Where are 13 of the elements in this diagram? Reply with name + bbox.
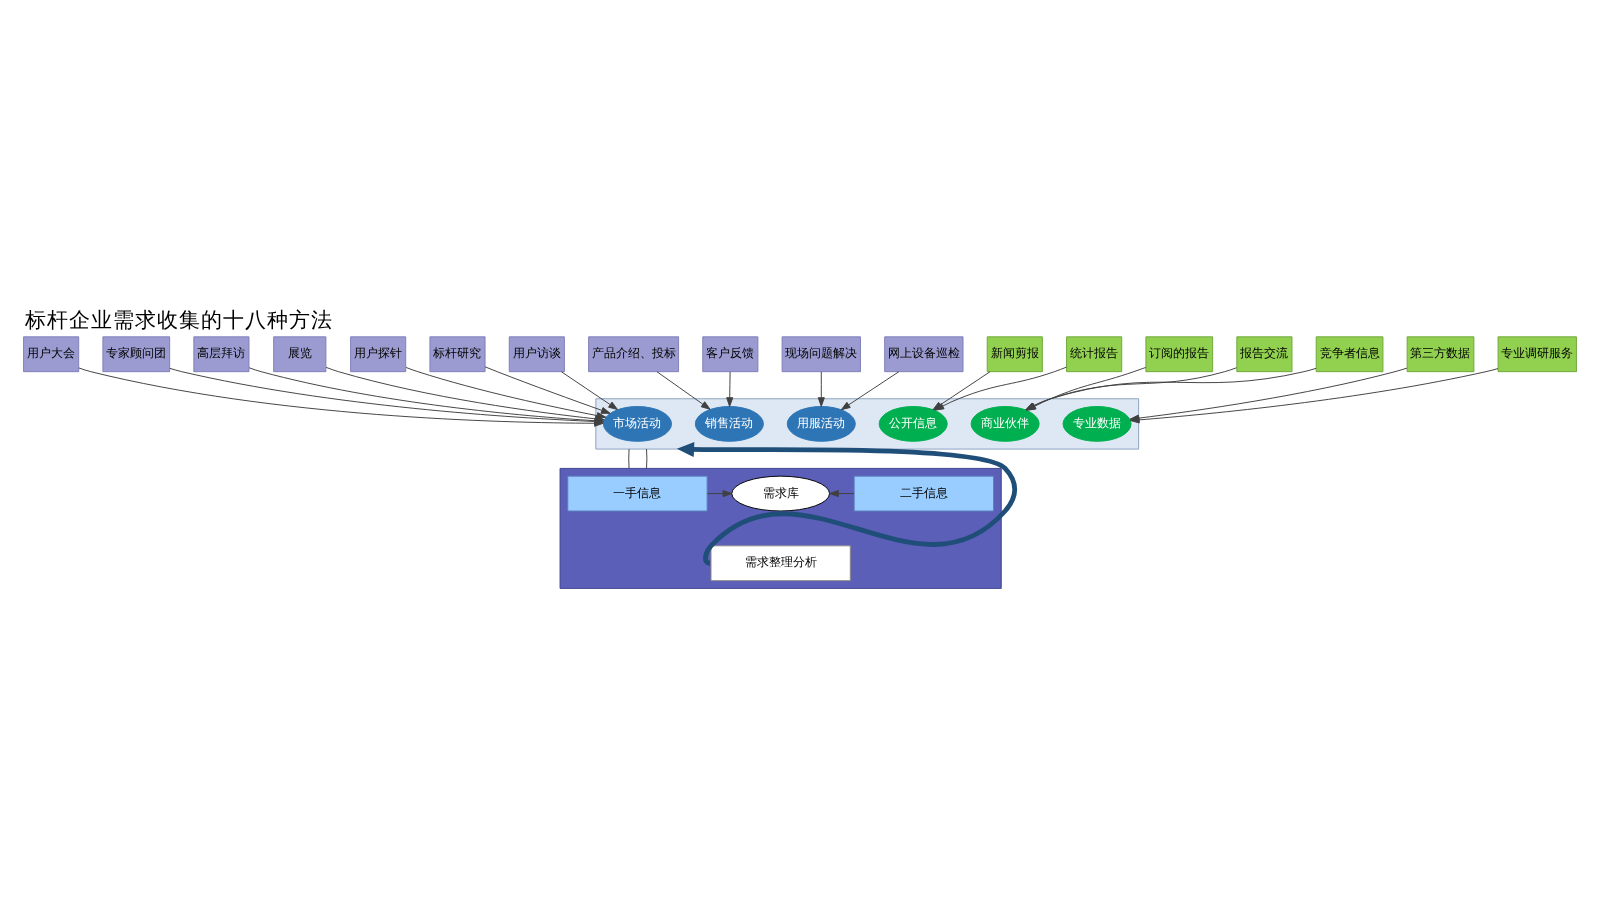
arrow	[560, 370, 618, 409]
arrow	[405, 366, 607, 419]
connector	[646, 447, 648, 468]
cluster	[559, 466, 1002, 588]
arrow	[656, 370, 711, 409]
arrow	[484, 365, 611, 413]
connector	[628, 447, 630, 468]
diagram-title: 标杆企业需求收集的十八种方法	[24, 305, 333, 332]
arrow	[829, 489, 855, 497]
arrow	[726, 370, 734, 406]
arrow	[706, 489, 733, 497]
arrow	[840, 370, 900, 410]
arrow	[817, 370, 825, 406]
